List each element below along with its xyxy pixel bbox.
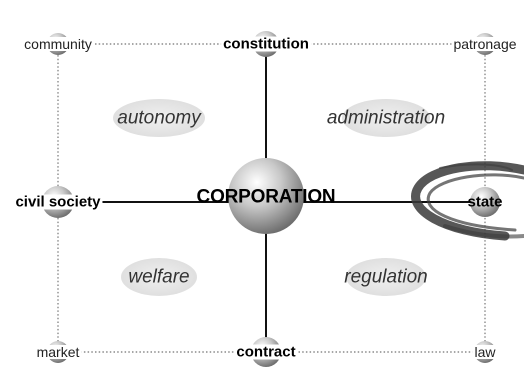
corner-label-law: law — [472, 344, 498, 360]
node-label-contract: contract — [234, 343, 298, 361]
corner-label-community: community — [22, 36, 94, 52]
corner-label-patronage: patronage — [451, 36, 519, 52]
quad-blob-regulation — [346, 258, 426, 296]
center-sphere — [228, 158, 304, 234]
quad-blob-autonomy — [113, 99, 205, 137]
quad-blob-welfare — [121, 258, 197, 296]
corner-label-market: market — [34, 344, 82, 360]
quadrant-label-autonomy: autonomy — [117, 107, 201, 129]
quadrant-label-administration: administration — [326, 107, 446, 129]
center-label: CORPORATION — [196, 186, 336, 208]
node-label-civil-society: civil society — [13, 193, 103, 211]
node-label-state: state — [467, 193, 503, 211]
outer-frame — [57, 43, 486, 353]
node-sphere-state — [470, 187, 500, 217]
node-label-constitution: constitution — [221, 35, 311, 53]
quad-blob-administration — [342, 99, 430, 137]
quadrant-label-regulation: regulation — [344, 266, 428, 288]
quadrant-label-welfare: welfare — [128, 266, 190, 288]
state-highlight-swirl — [411, 161, 524, 241]
